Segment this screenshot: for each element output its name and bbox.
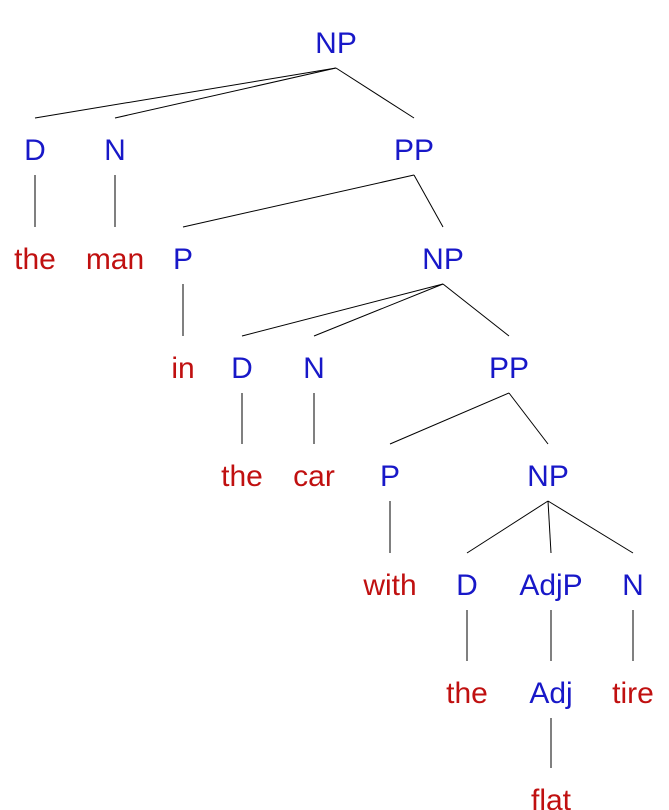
category-node: P: [173, 243, 193, 276]
category-node: D: [24, 134, 46, 167]
tree-edge: [547, 500, 552, 554]
category-node: Adj: [529, 677, 572, 710]
word-leaf: flat: [531, 784, 572, 810]
tree-edge: [389, 392, 510, 445]
tree-edge: [182, 174, 415, 228]
word-leaf: the: [446, 677, 488, 710]
word-leaf: the: [14, 243, 56, 276]
tree-labels: NPDtheNmanPPPinNPDtheNcarPPPwithNPDtheAd…: [14, 27, 654, 810]
category-node: N: [104, 134, 126, 167]
tree-edge: [335, 67, 415, 119]
tree-edge: [114, 67, 337, 119]
tree-edge: [313, 283, 444, 337]
category-node: AdjP: [519, 569, 582, 602]
word-leaf: the: [221, 460, 263, 493]
tree-edge: [413, 174, 444, 228]
category-node: NP: [315, 27, 357, 60]
category-node: N: [303, 352, 325, 385]
word-leaf: in: [171, 352, 194, 385]
category-node: PP: [489, 352, 529, 385]
word-leaf: car: [293, 460, 335, 493]
word-leaf: man: [86, 243, 144, 276]
tree-edges: [34, 67, 634, 768]
category-node: P: [380, 460, 400, 493]
category-node: NP: [527, 460, 569, 493]
tree-edge: [508, 392, 549, 445]
tree-edge: [466, 500, 549, 554]
tree-edge: [547, 500, 634, 554]
tree-edge: [34, 67, 337, 119]
category-node: D: [231, 352, 253, 385]
category-node: NP: [422, 243, 464, 276]
word-leaf: with: [362, 569, 416, 602]
category-node: D: [456, 569, 478, 602]
word-leaf: tire: [612, 677, 654, 710]
category-node: PP: [394, 134, 434, 167]
tree-edge: [442, 283, 510, 337]
tree-edge: [241, 283, 444, 337]
category-node: N: [622, 569, 644, 602]
